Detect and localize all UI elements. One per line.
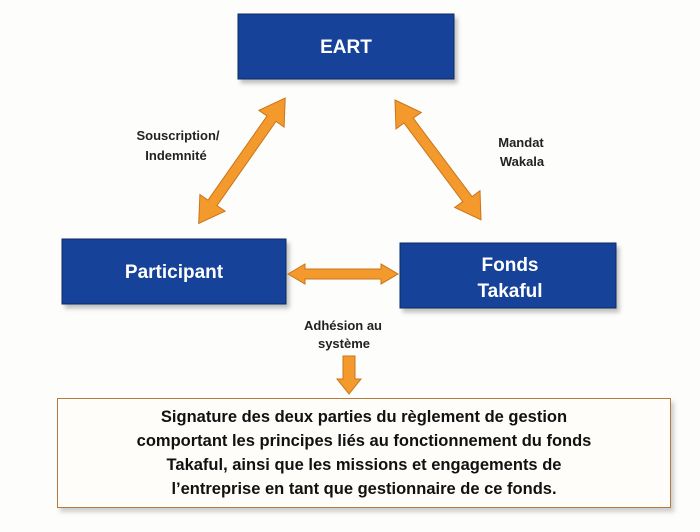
souscription-label-line1: Souscription/ — [136, 128, 219, 143]
adhesion-label-line1: Adhésion au — [304, 318, 382, 333]
eart-label: EART — [320, 37, 372, 58]
down-arrow — [335, 355, 363, 395]
participant-label: Participant — [125, 262, 224, 283]
mandat-label-line2: Wakala — [500, 154, 545, 169]
fonds-takaful-node: Fonds Takaful — [399, 242, 617, 309]
note-line-4: l’entreprise en tant que gestionnaire de… — [171, 480, 557, 498]
participant-box — [61, 238, 287, 305]
fonds-label-line1: Fonds — [482, 255, 539, 276]
souscription-label-line2: Indemnité — [145, 148, 206, 163]
participant-node: Participant — [61, 238, 287, 305]
fonds-takaful-box — [399, 242, 617, 309]
mandat-arrow — [394, 99, 482, 221]
agreement-note-box: Signature des deux parties du règlement … — [57, 398, 671, 508]
souscription-arrow — [198, 97, 286, 225]
eart-node: EART — [237, 13, 455, 80]
note-line-3: Takaful, ainsi que les missions et engag… — [166, 456, 562, 474]
mandat-label-line1: Mandat — [498, 135, 544, 150]
eart-box — [237, 13, 455, 80]
note-line-1: Signature des deux parties du règlement … — [160, 408, 568, 426]
fonds-label-line2: Takaful — [477, 281, 542, 302]
adhesion-arrow — [287, 263, 399, 285]
note-line-2: comportant les principes liés au fonctio… — [136, 432, 592, 450]
adhesion-label-line2: système — [318, 336, 370, 351]
